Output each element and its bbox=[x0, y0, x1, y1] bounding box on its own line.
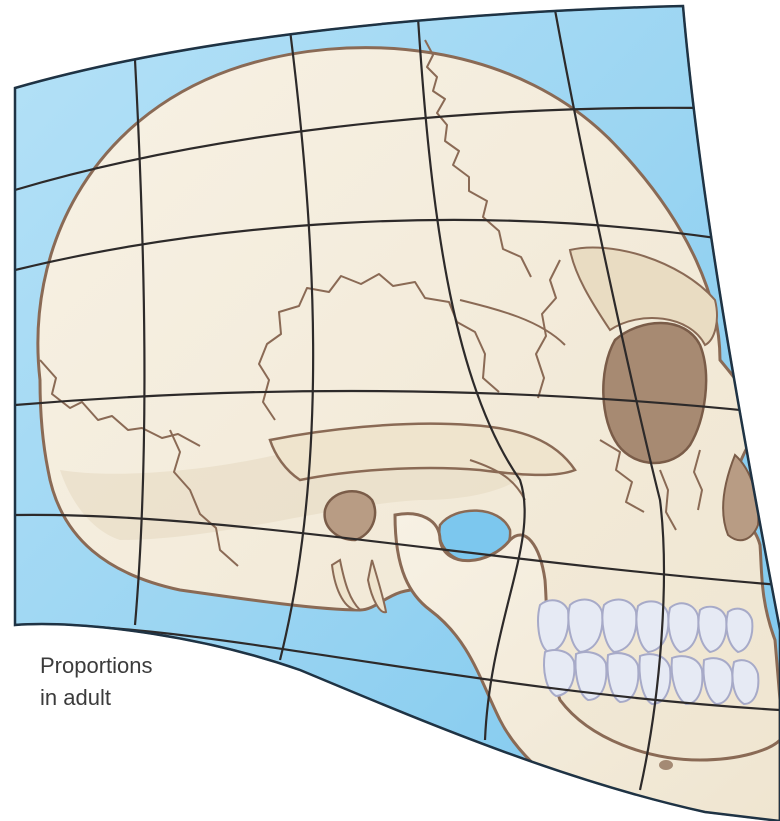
caption-line-1: Proportions bbox=[40, 650, 240, 682]
caption-line-2: in adult bbox=[40, 682, 240, 714]
mental-foramen bbox=[659, 760, 673, 770]
figure-caption: Proportions in adult bbox=[40, 650, 240, 714]
external-acoustic-meatus bbox=[325, 491, 375, 540]
orbit bbox=[603, 323, 706, 463]
